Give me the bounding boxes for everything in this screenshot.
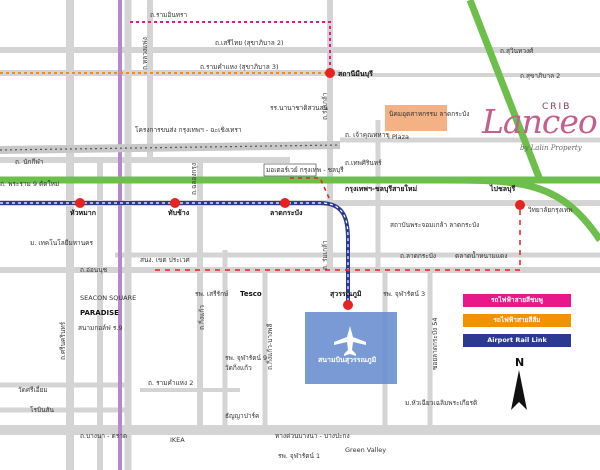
place-siam: สนามกอล์ฟ ร.9 [78, 324, 123, 332]
road-motorway: ถ. พระราม 9 ตัดใหม่ [0, 180, 59, 188]
legend-pink: รถไฟฟ้าสายสีชมพู [463, 294, 571, 307]
project-route [155, 200, 521, 271]
motorway [0, 0, 600, 242]
road-liab: ถ.หลวงแพ่ง [141, 37, 149, 70]
station-hua-mak: หัวหมาก [70, 209, 96, 217]
place-green-valley: Green Valley [345, 446, 386, 454]
station-markers [75, 68, 525, 310]
road-suwin-2: ถ.สุขาภิบาล 2 [520, 72, 560, 80]
place-prevet: สนง. เขต ประเวศ [140, 256, 191, 264]
road-sri-nakarin: ถ.ศรีนครินทร์ [59, 321, 67, 360]
road-lat-krabang: ถ.ลาดกระบัง [400, 252, 436, 260]
road-klong: ถ.ฉลองกรุง [190, 163, 198, 195]
road-romklao: ถ.ร่มเกล้า [321, 92, 329, 120]
place-hosp-seriruk: รพ. เสรีรักษ์ [195, 290, 229, 298]
north-label: N [515, 356, 524, 369]
road-soi9: ถ. รามคำแหง 2 [148, 379, 193, 387]
place-hosp-r3: รพ. จุฬารัตน์ 3 [383, 290, 425, 298]
road-bangna-trad: ถ.บางนา - ตราด [80, 432, 127, 440]
road-nakniwat: ถ. นักกีฬา [15, 158, 44, 166]
road-suwinthawong: ถ.สุวินทวงศ์ [500, 47, 534, 55]
brand-logo: Lanceo CRIB by Lalin Property [474, 88, 598, 156]
place-airport: สนามบินสุวรรณภูมิ [318, 356, 377, 365]
rail-box [263, 163, 317, 177]
label-to-chonburi: ไปชลบุรี [489, 184, 515, 193]
legend-arl: Airport Rail Link [463, 334, 571, 347]
place-robinson: โรบินสัน [30, 406, 55, 414]
road-ring: ทางด่วนบางนา - บางปะกง [275, 432, 350, 440]
station-thap-chang: ทับช้าง [168, 208, 190, 217]
station-suvarnabhumi: สุวรรณภูมิ [330, 290, 362, 299]
place-tesco: Tesco [240, 290, 262, 298]
brand-sub: by Lalin Property [520, 144, 582, 152]
road-serithai: ถ.เสรีไทย (สุขาภิบาล 2) [215, 39, 284, 47]
airplane-icon [334, 326, 366, 356]
place-green-wat: วัดศรีเอี่ยม [18, 385, 48, 394]
place-hosp-r2: รพ. จุฬารัตน์ 1 [278, 452, 320, 460]
place-kmitl: สถาบันพระจอมเกล้า ลาดกระบัง [390, 221, 479, 229]
brand-tag: CRIB [542, 102, 572, 112]
place-hosp-r: รพ. จุฬารัตน์ 9 [225, 354, 267, 362]
place-pattana: ม.หัวเฉียวเฉลิมพระเกียรติ [405, 399, 477, 407]
rail-box-text: มอเตอร์เวย์ กรุงเทพ - ชลบุรี [266, 166, 344, 174]
road-romklao-2: ถ. ร่มเกล้า [321, 240, 329, 270]
road-soi-lat-krabang: ซอยลาดกระบัง 54 [431, 317, 439, 370]
north-arrow-icon: N [511, 356, 527, 410]
pink-line [130, 21, 331, 70]
road-thepsri: ถ.เทพศิรินทร์ [345, 159, 382, 167]
info-box [385, 105, 447, 131]
road-ramintra: ถ.รามอินทรา [150, 11, 188, 19]
road-on-nut: ถ.อ่อนนุช [80, 266, 108, 274]
brand-name: Lanceo [482, 102, 598, 141]
road-kingkaew-bangphli: ถ.กิ่งแก้ว-บางพลี [265, 324, 274, 370]
place-thanya: ธัญญาปาร์ค [225, 412, 259, 420]
place-ikea: IKEA [170, 436, 185, 444]
place-school: รร.นานาชาติสวนสน [270, 104, 329, 112]
place-paradise: PARADISE [80, 309, 119, 317]
road-ramkhamhaeng: ถ.รามคำแหง (สุขาภิบาล 3) [200, 63, 279, 71]
place-market: ตลาดน้ำหนามแดง [455, 251, 507, 260]
place-chulalong: ม. เทคโนโลยีมหานคร [30, 239, 93, 247]
station-lat-krabang: ลาดกระบัง [270, 209, 303, 217]
place-seacon: SEACON SQUARE [80, 294, 136, 302]
railway-line [0, 141, 341, 154]
info-box-text: นิคมอุตสาหกรรม ลาดกระบัง [389, 110, 469, 118]
road-chao-khun: ถ. เจ้าคุณทหาร [345, 131, 389, 139]
legend-orange: รถไฟฟ้าสายสีส้ม [463, 314, 571, 327]
place-college: วิทยาลัยกรุงเทพ [528, 206, 573, 214]
road-railway: โครงการขนส่ง กรุงเทพฯ - ฉะเชิงเทรา [135, 126, 242, 134]
place-iport: i Plaza [388, 133, 409, 141]
legend: รถไฟฟ้าสายสีชมพู รถไฟฟ้าสายสีส้ม Airport… [463, 294, 571, 354]
road-kingkaew: ถ.กิ่งแก้ว [197, 305, 206, 330]
road-krungthep-chonburi: กรุงเทพฯ-ชลบุรีสายใหม่ [345, 184, 417, 193]
place-wat: วัดกิ่งแก้ว [225, 363, 252, 372]
station-min-buri: สถานีมีนบุรี [338, 70, 373, 78]
